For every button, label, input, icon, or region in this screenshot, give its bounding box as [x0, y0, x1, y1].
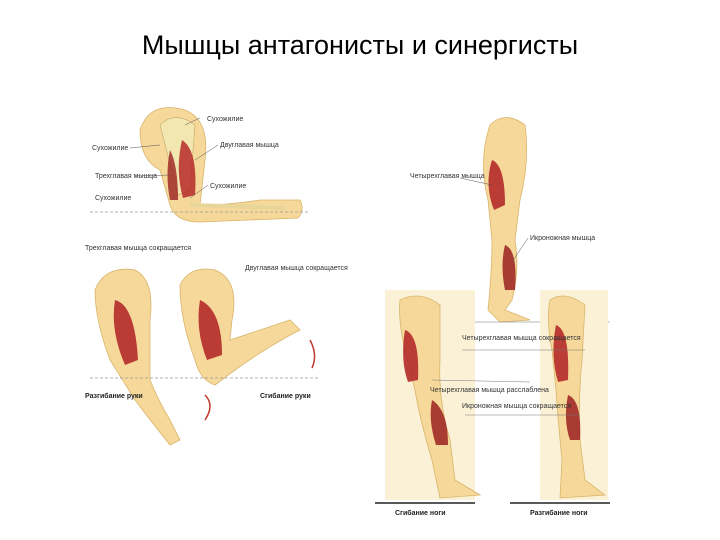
- leg-top-calf-label: Икроножная мышца: [530, 235, 595, 242]
- arm-top-triceps-label: Трехглавая мышца: [95, 173, 157, 180]
- arm-top-figure: Сухожилие Сухожилие Двуглавая мышца Трех…: [90, 107, 310, 223]
- arm-flexion-label: Сгибание руки: [260, 392, 311, 400]
- calf-muscle: [502, 245, 516, 290]
- biceps-muscle: [178, 140, 196, 198]
- quadriceps-muscle: [488, 160, 505, 210]
- quadriceps-relaxes-label: Четырехглавая мышца расслаблена: [430, 386, 549, 394]
- calf-contracting-muscle: [565, 395, 581, 440]
- leg-extension-label: Разгибание ноги: [530, 509, 588, 517]
- quadriceps-contracts-label: Четырехглавая мышца сокращается: [462, 335, 581, 342]
- arm-extension-label: Разгибание руки: [85, 392, 143, 400]
- quadriceps-contracting-muscle: [553, 325, 569, 382]
- triceps-contracts-label: Трехглавая мышца сокращается: [85, 245, 191, 252]
- arm-top-biceps-label: Двуглавая мышца: [220, 142, 279, 149]
- triceps-muscle: [167, 150, 178, 200]
- leg-top-figure: Четырехглавая мышца Икроножная мышца: [410, 117, 610, 323]
- arm-top-tendon-left-label: Сухожилие: [92, 145, 128, 152]
- leg-top-quadriceps-label: Четырехглавая мышца: [410, 173, 485, 180]
- biceps-contracts-label: Двуглавая мышца сокращается: [245, 265, 348, 272]
- triceps-contracting-muscle: [113, 300, 138, 365]
- leg-flexion-label: Сгибание ноги: [395, 509, 446, 517]
- quadriceps-relaxed-muscle: [403, 330, 419, 382]
- arm-top-tendon-mid-label: Сухожилие: [210, 183, 246, 190]
- calf-contracts-label: Икроножная мышца сокращается: [462, 403, 571, 410]
- arm-top-tendon-top-label: Сухожилие: [207, 116, 243, 123]
- arm-bottom-figure: Трехглавая мышца сокращается Двуглавая м…: [85, 245, 348, 446]
- slide-title: Мышцы антагонисты и синергисты: [141, 30, 579, 60]
- calf-bent-muscle: [430, 400, 448, 445]
- leg-bottom-figure: Четырехглавая мышца сокращается Четырехг…: [375, 290, 610, 517]
- biceps-contracting-muscle: [198, 300, 222, 360]
- arm-top-tendon-bottom-label: Сухожилие: [95, 195, 131, 202]
